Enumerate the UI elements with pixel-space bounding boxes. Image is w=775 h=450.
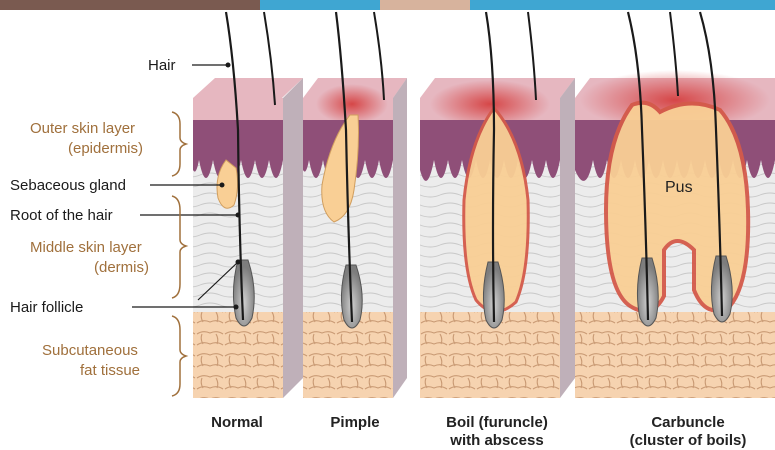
label-dermis-line1: Middle skin layer xyxy=(30,239,142,256)
caption-boil-line2: with abscess xyxy=(449,432,543,449)
panel-normal xyxy=(193,12,303,398)
label-fat-line1: Subcutaneous xyxy=(42,342,138,359)
caption-normal: Normal xyxy=(211,414,263,431)
label-root-of-hair: Root of the hair xyxy=(10,207,113,224)
captions: Normal Pimple Boil (furuncle) with absce… xyxy=(211,414,746,449)
panel-carbuncle xyxy=(575,12,775,398)
caption-boil-line1: Boil (furuncle) xyxy=(446,414,548,431)
top-photo-strip xyxy=(0,0,775,10)
label-sebaceous-group: Sebaceous gland xyxy=(10,177,225,194)
label-fat-line2: fat tissue xyxy=(80,362,140,379)
label-hair-follicle: Hair follicle xyxy=(10,299,83,316)
panel-pimple xyxy=(303,12,407,398)
label-sebaceous-gland: Sebaceous gland xyxy=(10,177,126,194)
label-epidermis-group: Outer skin layer (epidermis) xyxy=(30,112,186,176)
label-hair-group: Hair xyxy=(148,57,231,74)
caption-carbuncle-line1: Carbuncle xyxy=(651,414,724,431)
label-epidermis-line1: Outer skin layer xyxy=(30,120,135,137)
label-epidermis-line2: (epidermis) xyxy=(68,140,143,157)
label-pus: Pus xyxy=(665,179,693,196)
label-hair: Hair xyxy=(148,57,176,74)
label-fat-group: Subcutaneous fat tissue xyxy=(42,316,186,396)
panel-boil xyxy=(420,12,575,398)
caption-carbuncle-line2: (cluster of boils) xyxy=(630,432,747,449)
caption-pimple: Pimple xyxy=(330,414,379,431)
label-dermis-line2: (dermis) xyxy=(94,259,149,276)
